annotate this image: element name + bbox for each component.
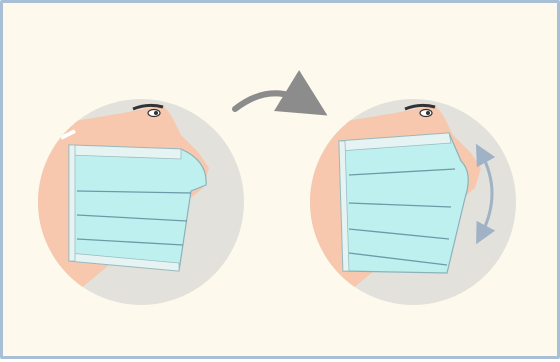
eye-pupil bbox=[154, 111, 158, 115]
panel-after bbox=[303, 99, 516, 305]
transition-arrow bbox=[235, 93, 307, 109]
mask-fitting-diagram bbox=[3, 3, 560, 362]
panel-before bbox=[33, 99, 244, 305]
eye-pupil bbox=[426, 111, 430, 115]
mask-side-edge bbox=[69, 145, 75, 261]
